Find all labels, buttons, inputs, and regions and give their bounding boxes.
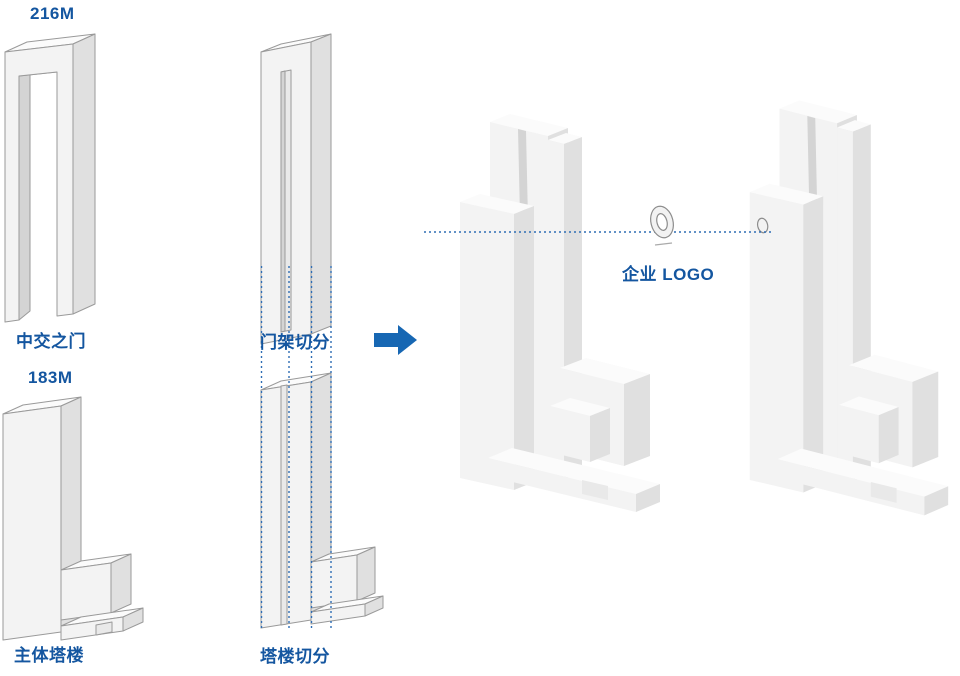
plinth-side-face: [122, 607, 144, 632]
front-portal-face: [4, 43, 74, 323]
gate-name-label: 中交之门: [16, 332, 86, 351]
gate-tower-model: [4, 33, 96, 323]
logo-emblem-icon: [650, 205, 674, 246]
combined-tower-a-shape: [460, 114, 660, 512]
wing-side-face: [110, 553, 132, 614]
slot-reveal: [280, 70, 286, 333]
logo-label: 企业 LOGO: [622, 265, 715, 284]
inner-jamb-reveal: [18, 70, 31, 321]
slot-groove: [280, 384, 288, 626]
combined-tower-b-shape: [749, 100, 949, 516]
emblem-inner-ring: [656, 213, 668, 231]
tower-height-label: 183M: [28, 368, 73, 387]
combined-tower-b-model: [749, 100, 949, 516]
logo-level-line: [424, 231, 772, 233]
podium-side-face: [356, 546, 376, 602]
gate-height-label: 216M: [30, 4, 75, 23]
emblem-base: [654, 242, 673, 246]
tower-split-model: [260, 372, 384, 629]
wing-front-face: [60, 562, 112, 621]
main-tower-model: [2, 396, 144, 641]
side-face: [72, 33, 96, 315]
tower-split-label: 塔楼切分: [260, 647, 330, 666]
vertical-cut-lines: [260, 266, 332, 630]
plinth-notch: [95, 621, 113, 636]
gate-split-model: [260, 33, 332, 345]
combined-tower-a-model: [460, 114, 660, 512]
arrow-right-icon: [374, 325, 417, 355]
front-face: [2, 405, 62, 641]
arrow-shape: [374, 325, 417, 355]
plinth-side-face: [364, 595, 384, 617]
gate-split-label: 门架切分: [260, 333, 330, 352]
tower-name-label: 主体塔楼: [14, 646, 84, 665]
